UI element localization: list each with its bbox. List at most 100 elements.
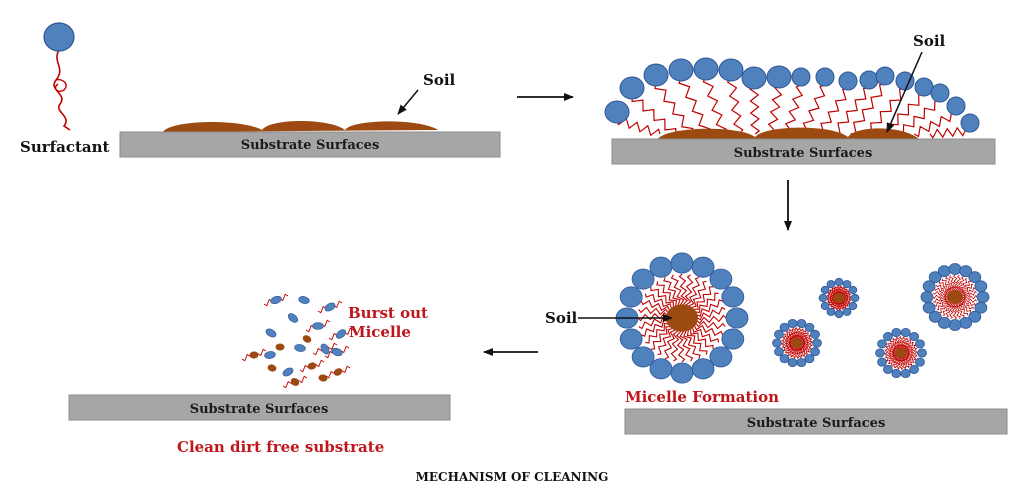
micelle-head — [804, 354, 815, 364]
micelle-group — [615, 252, 990, 384]
micelle-head — [691, 358, 715, 380]
micelle-head — [649, 358, 673, 380]
micelle — [818, 277, 860, 319]
micelle-head — [968, 271, 982, 284]
micelle — [615, 252, 749, 384]
substrate-label-4: Substrate Surfaces — [190, 402, 329, 417]
micelle-head — [909, 364, 919, 374]
micelle-head — [900, 327, 911, 338]
fragment-soil — [249, 351, 259, 359]
micelle-head — [968, 310, 982, 323]
substrate-label-2: Substrate Surfaces — [734, 146, 873, 161]
substrate-label-1: Substrate Surfaces — [241, 138, 380, 153]
surfactant-tail — [767, 84, 783, 135]
fragment-head — [287, 313, 299, 323]
micelle-head — [826, 307, 836, 316]
surfactant-head — [718, 58, 744, 82]
surfactant-head — [668, 58, 694, 82]
micelle-head — [848, 285, 858, 295]
surfactant-tail — [726, 77, 744, 135]
soil-layer-1 — [163, 121, 438, 132]
surfactant-tail — [898, 99, 941, 136]
micelle-head — [721, 286, 745, 308]
fragment-soil — [333, 368, 343, 376]
micelle-head — [842, 307, 852, 316]
fragment-head — [270, 295, 282, 305]
micelle-head — [779, 354, 790, 364]
surfactant-tail — [631, 95, 677, 135]
micelle-head — [928, 271, 942, 284]
fragment-head — [324, 302, 336, 312]
fragment-soil — [275, 343, 285, 351]
micelle-head — [774, 347, 784, 357]
figure-caption: MECHANISM OF CLEANING — [416, 470, 609, 484]
soil-layer-2 — [657, 127, 920, 140]
micelle-head — [948, 319, 962, 331]
fragment-head — [298, 296, 310, 304]
micelle-head — [922, 301, 936, 314]
micelle-head — [787, 357, 798, 368]
micelle-soil-core — [833, 292, 845, 304]
micelle-head — [920, 291, 934, 303]
substrate-label-3: Substrate Surfaces — [747, 416, 886, 431]
fragment-soil — [318, 374, 328, 382]
soil-pointer-2 — [886, 51, 923, 133]
micelle — [920, 263, 990, 331]
soil-label-1: Soil — [423, 71, 456, 89]
surfactant-tail — [654, 82, 694, 135]
soil-pointer-1 — [397, 89, 419, 115]
micelle-head — [974, 280, 988, 293]
micelle-head — [883, 364, 893, 374]
micelle-head — [796, 357, 807, 368]
micelle-head — [848, 301, 858, 311]
micelle-head — [915, 339, 925, 349]
micelle-head — [721, 328, 745, 350]
surfactant-label: Surfactant — [20, 138, 110, 156]
fragment-soil — [307, 362, 317, 370]
surfactant-tail — [818, 88, 849, 135]
micelle-formation-label: Micelle Formation — [625, 388, 779, 406]
surfactant-tail — [784, 84, 804, 135]
micelle-soil-core — [666, 304, 698, 332]
micelle-head — [709, 346, 733, 368]
micelle-head — [772, 338, 782, 348]
micelle-head — [774, 329, 784, 339]
adsorbed-heads — [604, 57, 980, 133]
micelle-head — [948, 263, 962, 275]
surfactant-tail — [850, 83, 886, 135]
micelle-head — [877, 339, 887, 349]
surfactant-head — [791, 67, 811, 87]
micelle — [875, 327, 927, 379]
micelle-head — [810, 347, 820, 357]
micelle-head — [725, 307, 749, 329]
surfactant-tail — [866, 88, 906, 135]
surfactant-head — [875, 66, 895, 86]
micelle-soil-core — [947, 290, 963, 304]
micelle-head — [850, 293, 860, 303]
micelle-head — [937, 265, 951, 278]
fragment-soil — [267, 364, 277, 372]
micelle-head — [670, 252, 694, 274]
micelle-head — [959, 316, 973, 329]
micelle-head — [796, 318, 807, 329]
micelle-head — [891, 368, 902, 379]
micelle-head — [877, 357, 887, 367]
surfactant-tail — [913, 110, 957, 138]
micelle-head — [820, 285, 830, 295]
micelle-head — [631, 346, 655, 368]
substrate-surface-3 — [624, 408, 1008, 435]
surfactant-head — [604, 100, 630, 124]
substrate-surface-2 — [611, 138, 996, 165]
micelle-head — [810, 329, 820, 339]
surfactant-molecule — [43, 22, 75, 131]
fragment-head — [335, 329, 347, 339]
micelle-head — [812, 338, 822, 348]
fragment-soil — [290, 378, 300, 386]
surfactant-head — [693, 57, 719, 81]
surfactant-head — [859, 70, 879, 90]
surfactant-head — [643, 63, 669, 87]
surfactant-tail — [802, 84, 826, 135]
micelle — [772, 318, 822, 368]
micelle-head — [959, 265, 973, 278]
micelle-head — [820, 301, 830, 311]
